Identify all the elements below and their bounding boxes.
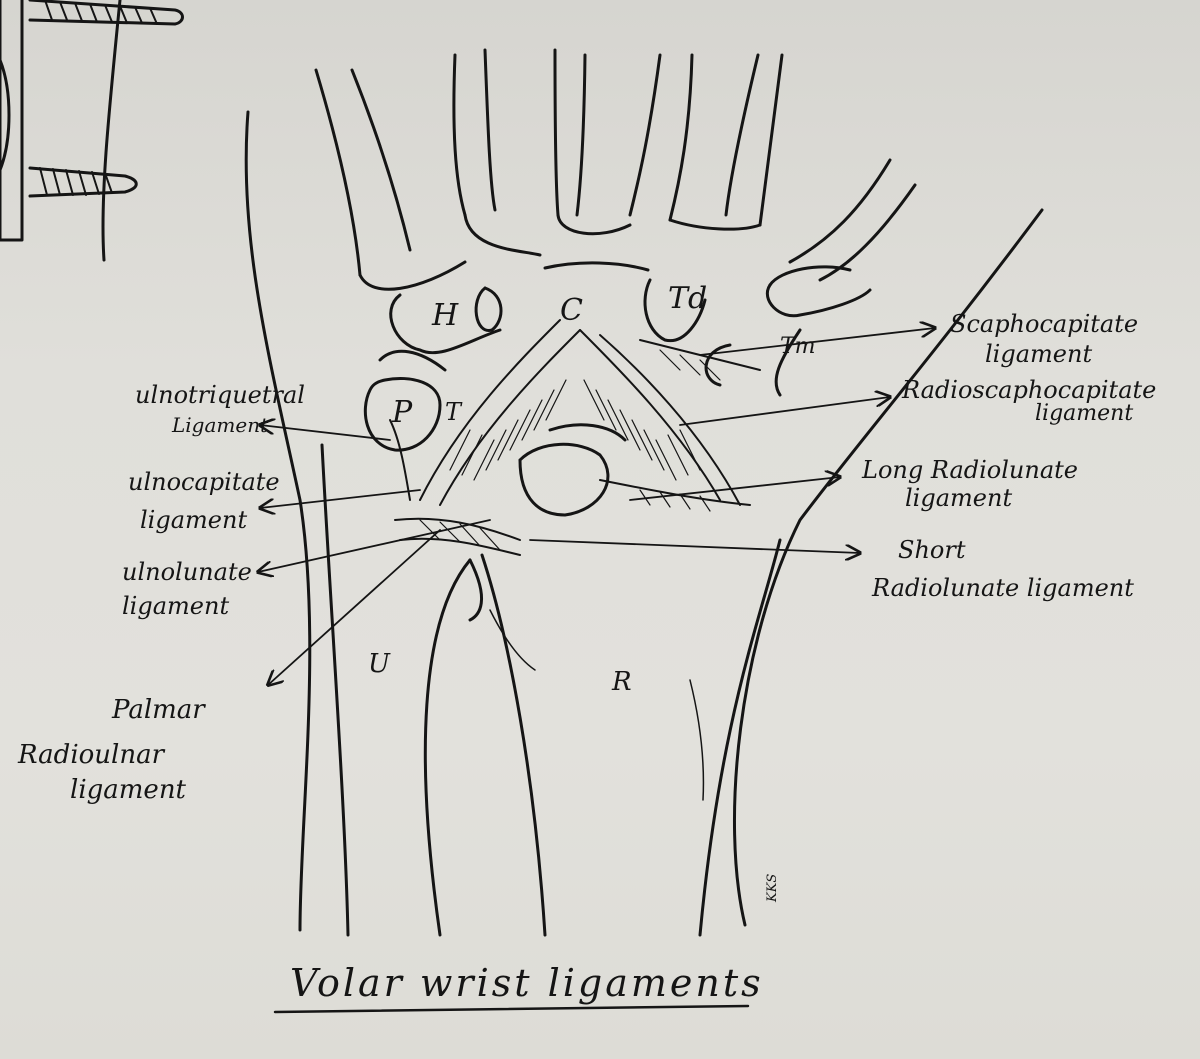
right-labels: Scaphocapitate ligament Radioscaphocapit… xyxy=(861,310,1156,602)
ulna-bone xyxy=(320,443,484,937)
label-palmar-radioulnar-2: Radioulnar xyxy=(17,740,166,770)
artist-signature: KKS xyxy=(765,874,780,903)
bone-trapezoid: Td xyxy=(668,281,707,316)
diagram-title: Volar wrist ligaments xyxy=(290,961,764,1005)
forearm-outline xyxy=(244,110,1044,932)
arrow-palmar-radioulnar xyxy=(268,529,441,685)
arrow-radioscaphocapitate xyxy=(679,397,890,426)
title-underline xyxy=(273,1004,750,1014)
bone-letters: H C Td Tm P T U R xyxy=(368,281,816,697)
bone-trapezium: Tm xyxy=(780,334,816,359)
label-ulnolunate-1: ulnolunate xyxy=(122,558,252,586)
label-long-radiolunate-1: Long Radiolunate xyxy=(861,456,1078,484)
carpal-bones xyxy=(363,261,872,517)
bone-hamate: H xyxy=(431,298,459,333)
left-labels: ulnotriquetral Ligament ulnocapitate lig… xyxy=(17,381,305,805)
ligament-hatching xyxy=(419,349,721,551)
arrow-ulnotriquetral xyxy=(260,425,391,441)
bone-pisiform: P xyxy=(391,395,413,430)
metacarpals xyxy=(314,48,917,291)
corner-sketch xyxy=(0,0,184,262)
label-ulnotriquetral-1: ulnotriquetral xyxy=(135,381,305,409)
radius-bone xyxy=(480,538,782,937)
label-long-radiolunate-2: ligament xyxy=(905,484,1012,512)
label-ulnocapitate-1: ulnocapitate xyxy=(128,468,280,496)
label-radioscaphocapitate-2: ligament xyxy=(1035,401,1133,426)
bone-triquetrum: T xyxy=(445,398,463,426)
label-short-radiolunate-2: Radiolunate ligament xyxy=(871,574,1134,602)
label-short-radiolunate-1: Short xyxy=(898,536,966,564)
label-palmar-radioulnar-3: ligament xyxy=(70,775,187,805)
bone-capitate: C xyxy=(560,293,583,328)
bone-ulna: U xyxy=(368,649,391,679)
label-ulnocapitate-2: ligament xyxy=(140,506,247,534)
label-scaphocapitate-2: ligament xyxy=(985,340,1092,368)
label-ulnotriquetral-2: Ligament xyxy=(171,413,269,437)
arrow-scaphocapitate xyxy=(699,328,935,356)
bone-radius: R xyxy=(611,667,632,697)
leader-lines xyxy=(258,328,935,685)
arrow-ulnolunate xyxy=(258,519,491,572)
label-ulnolunate-2: ligament xyxy=(122,592,229,620)
label-radioscaphocapitate-1: Radioscaphocapitate xyxy=(901,376,1156,404)
arrow-short-radiolunate xyxy=(529,539,860,553)
arrow-long-radiolunate xyxy=(629,477,840,501)
label-scaphocapitate-1: Scaphocapitate xyxy=(950,310,1138,338)
label-palmar-radioulnar-1: Palmar xyxy=(111,695,206,725)
arrow-ulnocapitate xyxy=(260,489,421,508)
